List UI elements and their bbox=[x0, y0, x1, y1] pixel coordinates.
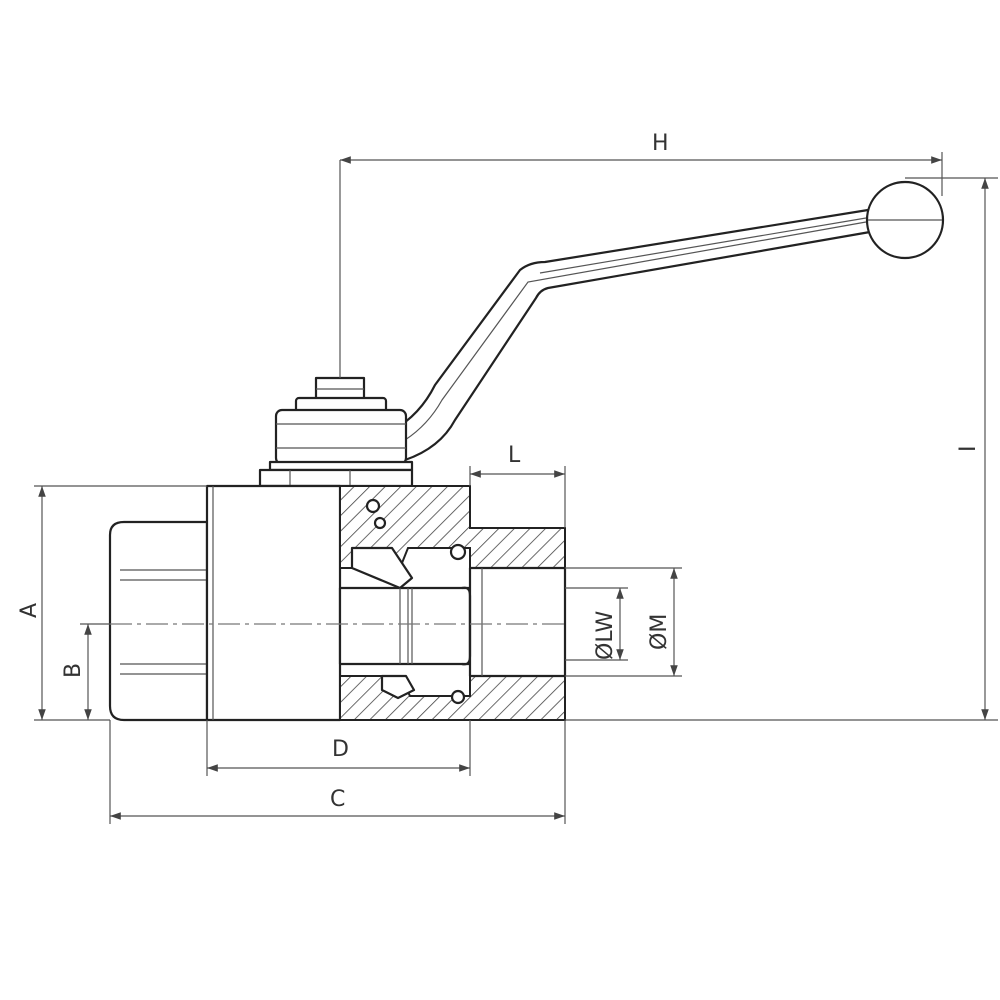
dimension-b: B bbox=[61, 623, 110, 720]
dimension-h: H bbox=[339, 131, 943, 378]
label-i: I bbox=[956, 446, 981, 453]
valve-body bbox=[205, 484, 342, 722]
dimension-lw: ØLW bbox=[565, 587, 628, 661]
label-l: L bbox=[508, 443, 521, 468]
handle-knob bbox=[865, 180, 945, 260]
label-d: D bbox=[332, 737, 349, 762]
label-h: H bbox=[652, 131, 669, 156]
dimension-i: I bbox=[565, 177, 998, 721]
label-lw: ØLW bbox=[593, 610, 618, 660]
section-view bbox=[338, 485, 567, 721]
handle-lever bbox=[391, 208, 872, 462]
label-c: C bbox=[330, 787, 345, 812]
dimension-a: A bbox=[17, 485, 207, 721]
stem-head bbox=[258, 376, 414, 488]
label-m: ØM bbox=[647, 614, 672, 650]
dimension-m: ØM bbox=[565, 567, 682, 677]
dimension-c: C bbox=[109, 720, 566, 824]
label-a: A bbox=[17, 603, 42, 618]
dimension-l: L bbox=[469, 443, 566, 528]
dimension-d: D bbox=[206, 720, 471, 776]
left-hex-nut bbox=[108, 520, 209, 722]
label-b: B bbox=[61, 663, 86, 678]
